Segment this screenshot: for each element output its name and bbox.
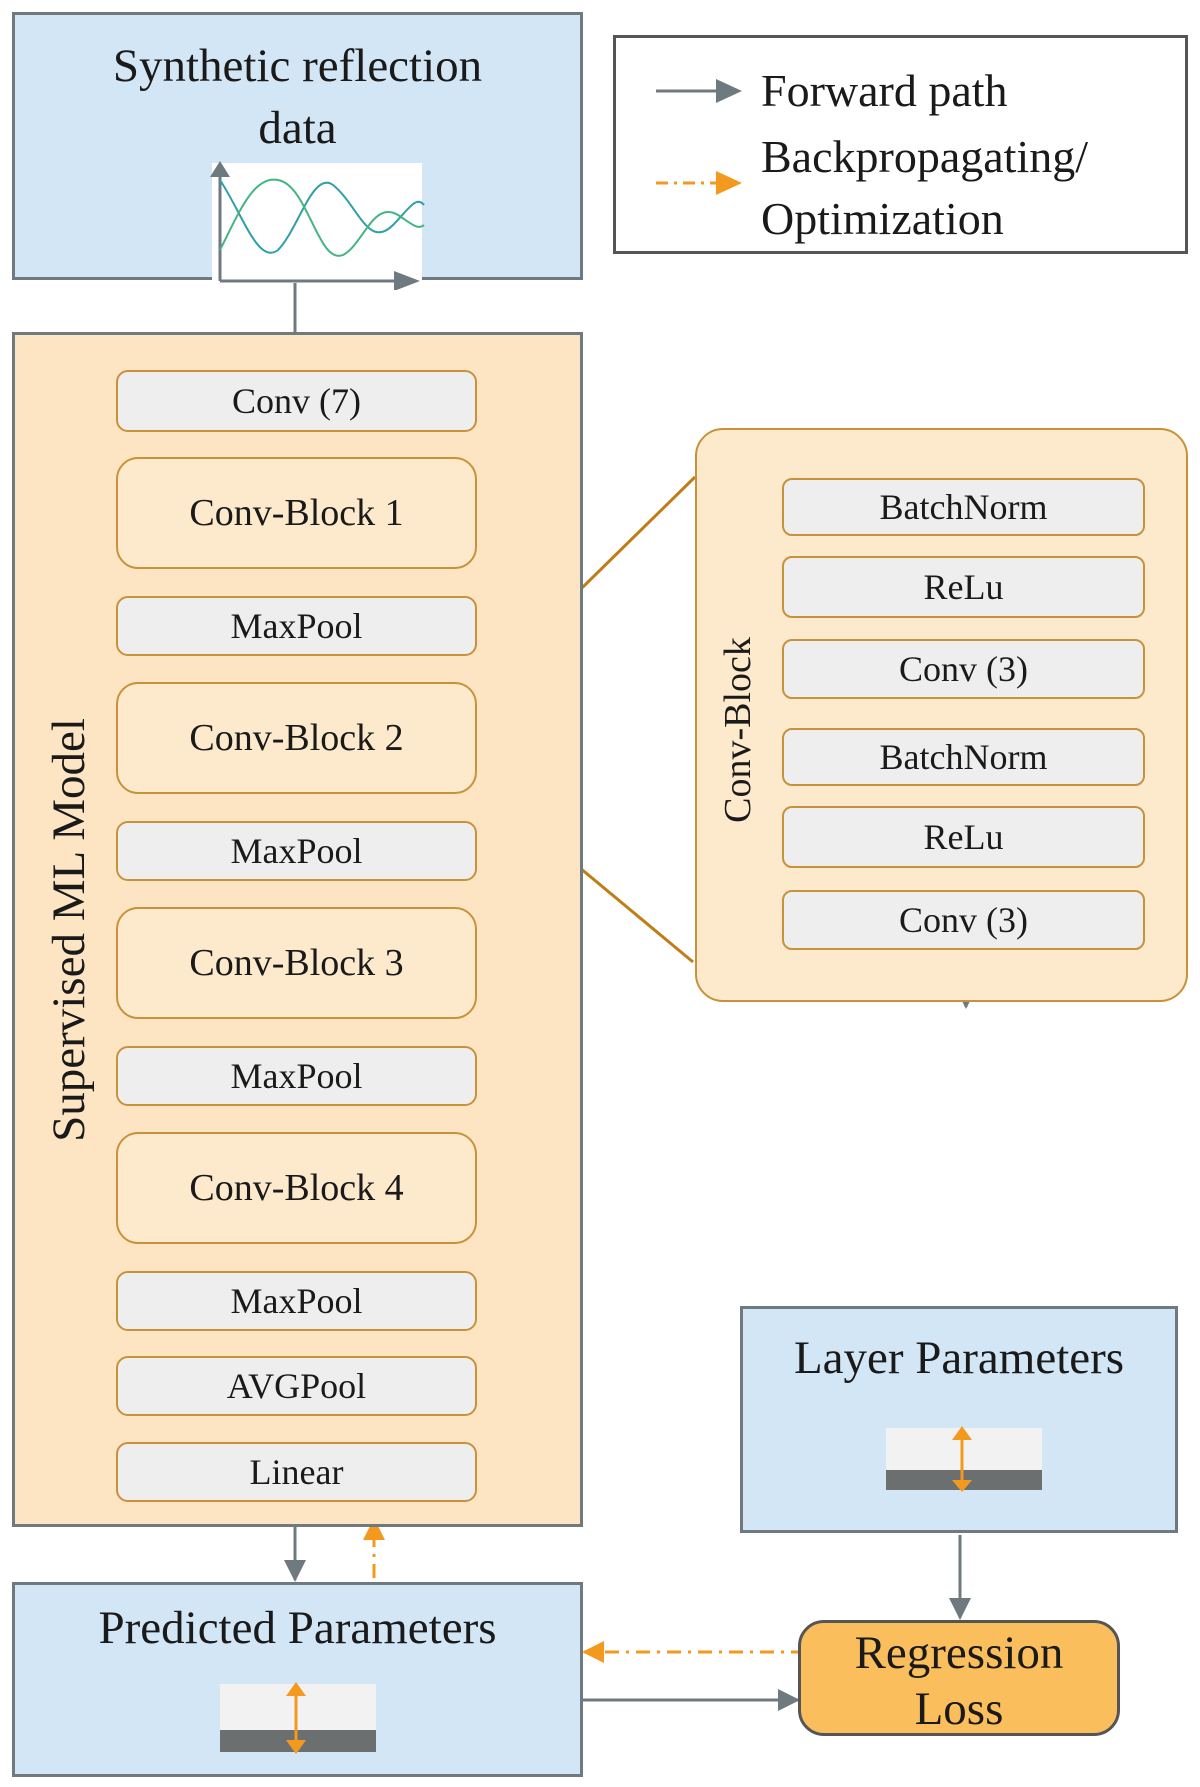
regression-loss-box: Regression Loss xyxy=(798,1620,1120,1736)
legend-backprop-label-line1: Backpropagating/ xyxy=(761,131,1089,182)
legend-forward-label: Forward path xyxy=(761,65,1008,116)
ml-model-label-wrap: Supervised ML Model xyxy=(14,718,124,1142)
conv-block-detail-label-wrap: Conv-Block xyxy=(698,637,778,823)
detail-batchnorm-1: BatchNorm xyxy=(782,478,1145,536)
layer-conv7: Conv (7) xyxy=(116,370,477,432)
detail-batchnorm-2: BatchNorm xyxy=(782,728,1145,786)
layer-maxpool-4: MaxPool xyxy=(116,1271,477,1331)
synthetic-data-box: Synthetic reflection data xyxy=(12,12,583,290)
forward-path-arrow-icon xyxy=(656,79,742,103)
detail-relu-1: ReLu xyxy=(782,556,1145,618)
layer-parameters-box: Layer Parameters xyxy=(740,1306,1178,1533)
detail-conv3-1: Conv (3) xyxy=(782,639,1145,699)
backprop-arrow-icon xyxy=(656,171,742,195)
predicted-parameters-box: Predicted Parameters xyxy=(12,1582,583,1777)
detail-conv3-2: Conv (3) xyxy=(782,890,1145,950)
conv-block-3: Conv-Block 3 xyxy=(116,907,477,1019)
legend: Forward path Backpropagating/ Optimizati… xyxy=(613,35,1188,254)
detail-relu-2: ReLu xyxy=(782,806,1145,868)
layer-parameters-title: Layer Parameters xyxy=(793,1332,1125,1384)
conv-block-detail-label: Conv-Block xyxy=(717,637,759,823)
layer-maxpool-2: MaxPool xyxy=(116,821,477,881)
regression-loss-line1: Regression xyxy=(854,1627,1064,1679)
layer-linear: Linear xyxy=(116,1442,477,1502)
legend-backprop-label-line2: Optimization xyxy=(761,193,1004,244)
ml-model-label: Supervised ML Model xyxy=(43,718,95,1142)
conv-block-2: Conv-Block 2 xyxy=(116,682,477,794)
conv-block-1: Conv-Block 1 xyxy=(116,457,477,569)
layer-thickness-icon xyxy=(886,1426,1042,1492)
layer-maxpool-3: MaxPool xyxy=(116,1046,477,1106)
layer-avgpool: AVGPool xyxy=(116,1356,477,1416)
predicted-thickness-icon xyxy=(220,1682,376,1754)
reflection-curve-icon xyxy=(210,161,425,290)
conv-block-4: Conv-Block 4 xyxy=(116,1132,477,1244)
layer-maxpool-1: MaxPool xyxy=(116,596,477,656)
synthetic-data-title: Synthetic reflection data xyxy=(112,40,483,154)
predicted-parameters-title: Predicted Parameters xyxy=(98,1602,497,1654)
regression-loss-line2: Loss xyxy=(914,1683,1004,1735)
